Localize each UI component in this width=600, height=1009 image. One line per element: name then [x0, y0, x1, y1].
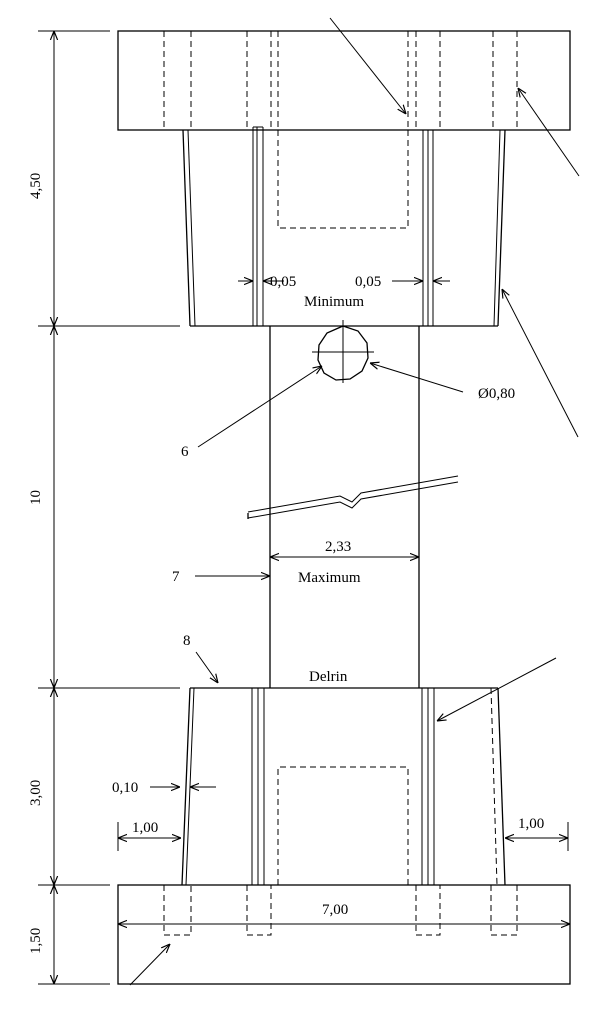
maximum-label: Maximum [298, 570, 361, 586]
base-block: 7,00 [117, 884, 571, 985]
base-height-label: 1,50 [28, 928, 44, 954]
gap-left-label: 0,05 [270, 274, 296, 290]
vertical-dimensions: 4,50 10 3,00 1,50 [28, 30, 180, 985]
top-cap-block [117, 30, 571, 131]
max-width-label: 2,33 [325, 539, 351, 555]
offset-dimensions: 1,00 1,00 [117, 816, 569, 851]
upper-tapered-part [182, 126, 506, 327]
lower-part-height-label: 3,00 [28, 780, 44, 806]
offset-right-label: 1,00 [518, 816, 544, 832]
offset-left-label: 1,00 [132, 820, 158, 836]
callout-6: 6 [181, 444, 189, 460]
callout-7: 7 [172, 569, 180, 585]
base-width-label: 7,00 [322, 902, 348, 918]
minimum-label: Minimum [304, 294, 364, 310]
taper-label: 0,10 [112, 780, 138, 796]
gap-right-label: 0,05 [355, 274, 381, 290]
gap-dimensions: 0,05 0,05 Minimum [238, 274, 450, 310]
callout-8-group: 8 [183, 633, 218, 683]
middle-shaft [247, 326, 459, 688]
max-width-dimension: 2,33 Maximum 7 [172, 539, 419, 586]
middle-length-label: 10 [28, 490, 44, 505]
hole-symbol: 6 Ø0,80 [181, 320, 515, 460]
taper-dimension: 0,10 [112, 780, 216, 796]
material-label: Delrin [309, 669, 348, 685]
hole-diameter-label: Ø0,80 [478, 386, 515, 402]
lower-tapered-part: Delrin [181, 669, 506, 886]
callout-8: 8 [183, 633, 191, 649]
top-cap-height-label: 4,50 [28, 173, 44, 199]
leader-arrows [129, 17, 580, 986]
